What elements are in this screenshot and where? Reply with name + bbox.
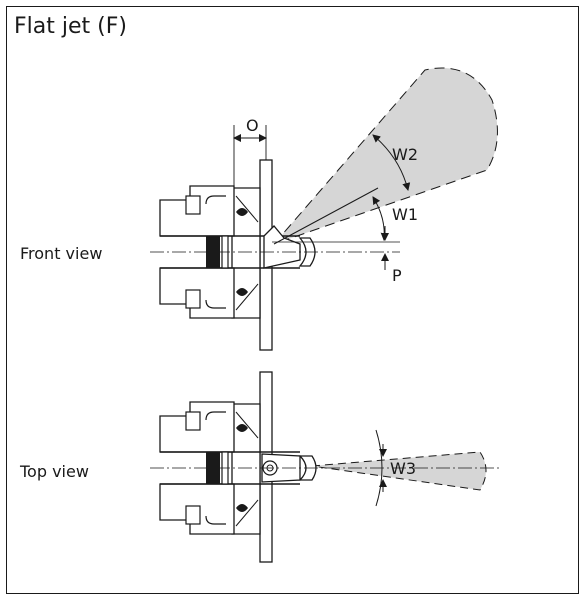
figure-title: Flat jet (F) [14, 14, 127, 39]
front-spray-cone [272, 67, 498, 246]
top-view-label: Top view [20, 462, 89, 481]
w1-label: W1 [392, 205, 418, 224]
p-label: P [392, 266, 402, 285]
front-nozzle-tip [263, 225, 301, 269]
w2-label: W2 [392, 145, 418, 164]
w2-arc [372, 134, 411, 191]
front-view-label: Front view [20, 244, 103, 263]
w3-arc [375, 429, 383, 507]
top-spray-cone [311, 451, 487, 491]
top-pipe [160, 451, 300, 485]
top-view-drawing: W3 [150, 371, 500, 563]
o-dimension-label: O [246, 116, 259, 135]
front-view-drawing: O W2 W1 P [150, 67, 498, 351]
w3-label: W3 [390, 459, 416, 478]
